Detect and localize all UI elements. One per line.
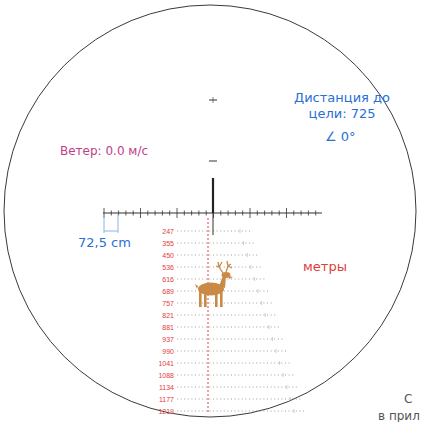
range-row (177, 411, 304, 412)
range-row (243, 241, 244, 245)
range-row (177, 255, 257, 256)
range-row (254, 277, 255, 281)
range-row (177, 339, 282, 340)
range-row (177, 399, 300, 400)
size-bracket (118, 214, 119, 233)
range-row (177, 363, 290, 364)
range-row (279, 361, 280, 365)
range-row (286, 385, 287, 389)
range-row (250, 265, 251, 269)
cut-text: в прил (378, 409, 420, 422)
target-size: 72,5 cm (78, 235, 131, 251)
cut-text: С (404, 392, 412, 406)
range-row (177, 279, 264, 280)
range-row (240, 229, 241, 233)
range-row (177, 351, 286, 352)
range-row (265, 313, 266, 317)
distance-readout: Дистанция до цели: 725 (292, 90, 392, 121)
range-number: 1134 (140, 384, 174, 391)
range-number: 616 (140, 276, 174, 283)
range-row (272, 337, 273, 341)
range-number: 689 (140, 288, 174, 295)
range-row (276, 349, 277, 353)
range-row (294, 409, 295, 413)
angle-readout: ∠ 0° (325, 129, 356, 145)
vertical-post (212, 178, 214, 213)
range-number: 757 (140, 300, 174, 307)
range-number: 1041 (140, 360, 174, 367)
size-bracket (104, 231, 118, 232)
range-number: 881 (140, 324, 174, 331)
scope-circle (4, 5, 416, 417)
range-number: 1219 (140, 408, 174, 415)
deer-figure (195, 261, 233, 307)
vertical-crosshair (213, 213, 214, 235)
range-row (290, 397, 291, 401)
range-rows (177, 229, 304, 413)
wind-readout: Ветер: 0.0 м/с (60, 144, 148, 158)
range-number: 536 (140, 264, 174, 271)
range-row (177, 303, 272, 304)
range-row (177, 243, 254, 244)
range-number: 937 (140, 336, 174, 343)
units-label: метры (303, 259, 347, 275)
range-number: 450 (140, 252, 174, 259)
range-row (177, 375, 293, 376)
red-drop-line (208, 218, 209, 412)
top-mark (213, 97, 214, 103)
size-bracket (104, 214, 105, 233)
range-row (177, 387, 297, 388)
range-row (268, 325, 269, 329)
range-row (283, 373, 284, 377)
range-number: 821 (140, 312, 174, 319)
range-row (261, 301, 262, 305)
range-number: 990 (140, 348, 174, 355)
range-number: 355 (140, 240, 174, 247)
range-row (177, 315, 275, 316)
range-number: 1177 (140, 396, 174, 403)
range-number: 1088 (140, 372, 174, 379)
range-row (258, 289, 259, 293)
range-row (177, 327, 279, 328)
top-mark (209, 161, 217, 162)
range-row (247, 253, 248, 257)
range-number: 247 (140, 228, 174, 235)
